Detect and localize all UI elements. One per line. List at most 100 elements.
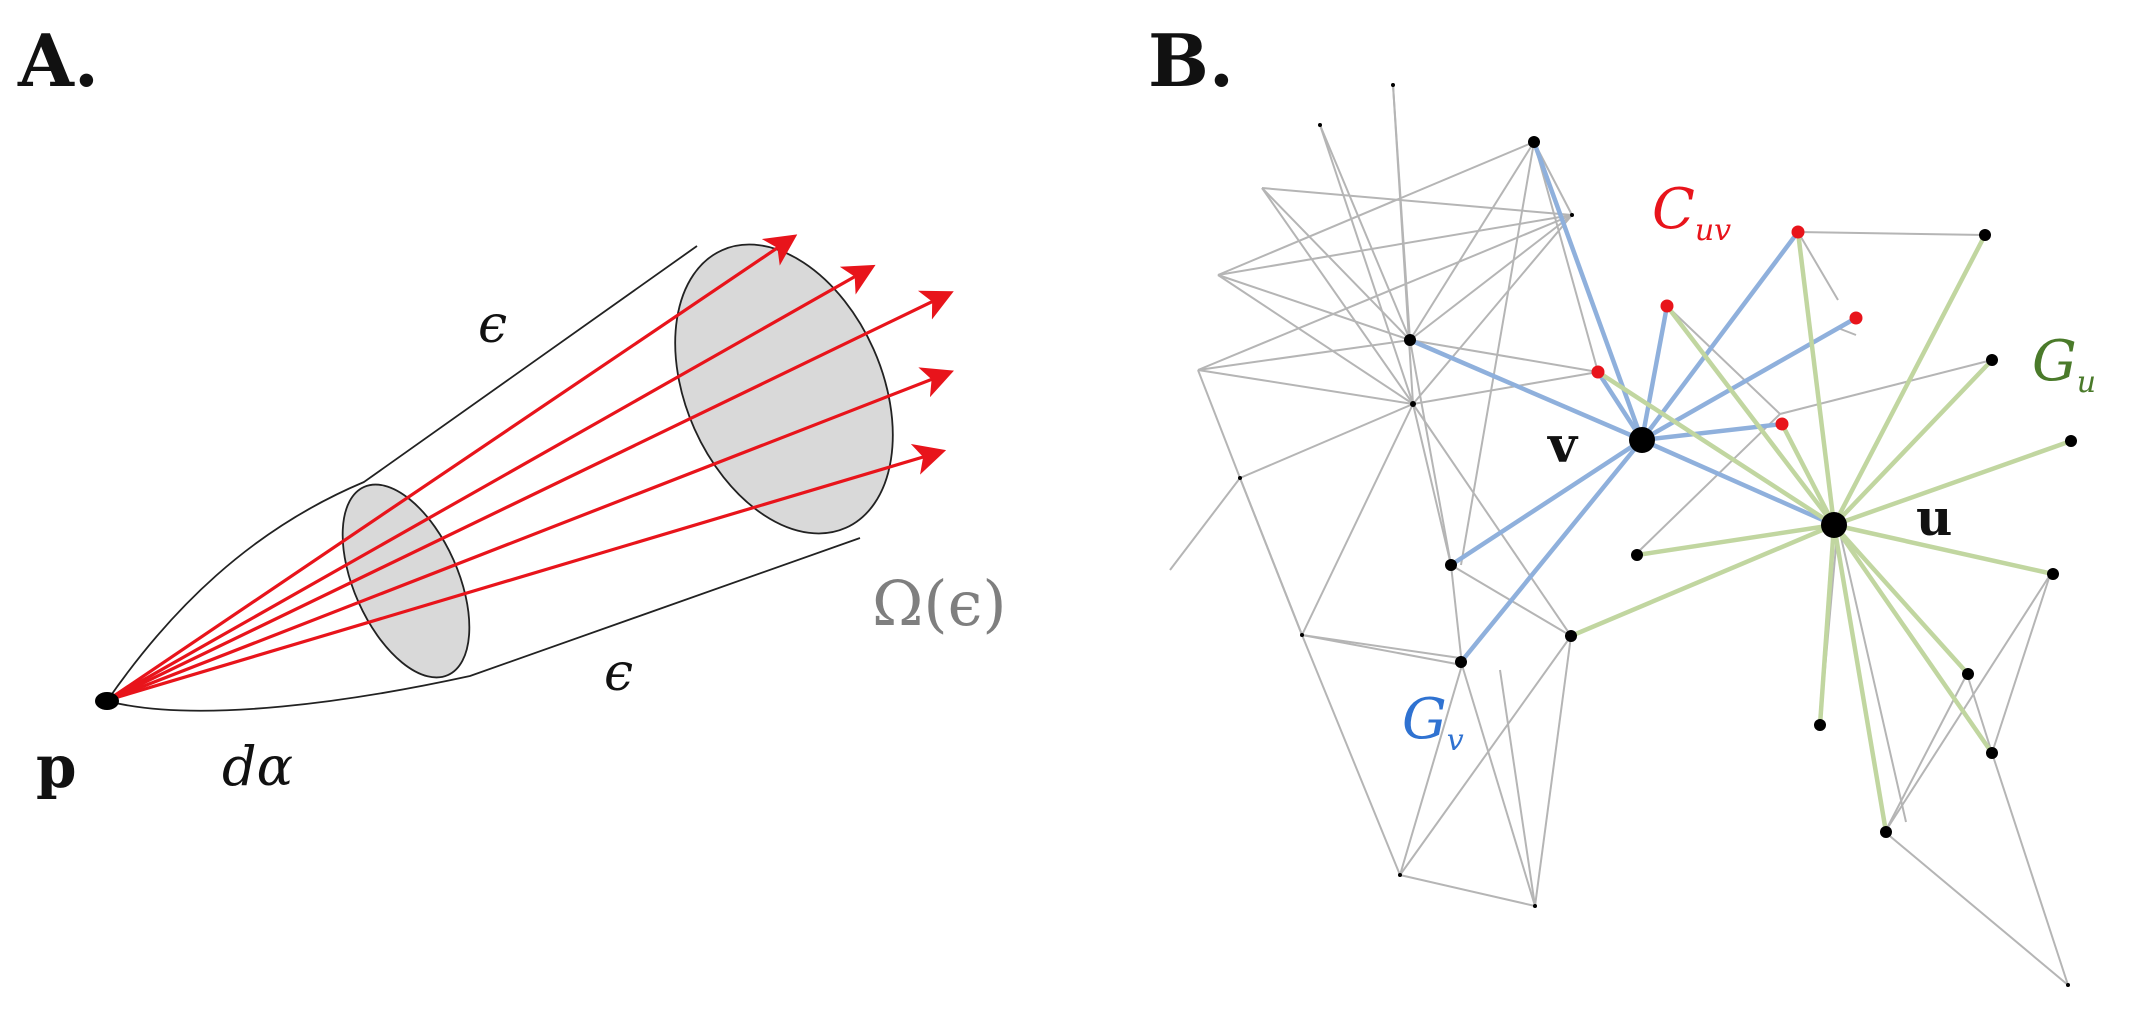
gray-edge [1261, 187, 1411, 341]
node [1238, 476, 1242, 480]
blue-edge [1459, 438, 1644, 664]
far-disc [674, 243, 894, 535]
node [1986, 747, 1998, 759]
gv-label: Gv [1402, 687, 1464, 758]
point-p-label: p [36, 733, 77, 801]
gray-edge [1399, 874, 1536, 907]
gray-edge [1797, 231, 1839, 301]
gray-edge [1217, 274, 1411, 341]
common-set-label: Cuv [1652, 177, 1731, 248]
gray-edge [1197, 369, 1414, 405]
gv-label-main: G [1402, 687, 1447, 752]
node [1631, 549, 1643, 561]
node-v [1629, 427, 1655, 453]
gv-label-sub: v [1447, 723, 1464, 758]
node [1528, 136, 1540, 148]
gray-edge [1499, 669, 1536, 907]
node [1455, 656, 1467, 668]
node-u-label: u [1916, 488, 1952, 547]
cone-upper-edge [106, 245, 698, 702]
gray-edge [1666, 305, 1781, 415]
node-v-label: v [1547, 415, 1579, 474]
green-edge [1596, 370, 1836, 527]
gray-edge [1217, 274, 1414, 405]
gray-edge [1837, 327, 1857, 336]
ray-2 [107, 264, 876, 702]
gray-edge [1169, 477, 1241, 571]
green-edge [1833, 522, 2054, 577]
gu-label-main: G [2032, 329, 2077, 394]
gray-edge [1319, 124, 1411, 341]
node [2047, 568, 2059, 580]
gray-edge [1412, 371, 1599, 405]
blue-edge [1641, 437, 1835, 528]
angle-label: dα [222, 735, 293, 798]
node [2065, 435, 2077, 447]
node [1880, 826, 1892, 838]
node [1398, 873, 1402, 877]
node [1391, 83, 1395, 87]
gray-edge [1991, 752, 2069, 986]
blue-edge [1640, 230, 1800, 442]
gray-edge [1409, 339, 1599, 373]
blue-edge [1531, 141, 1645, 441]
node [1404, 334, 1416, 346]
node-u [1821, 512, 1847, 538]
green-edge [1817, 524, 1837, 726]
ray-5 [107, 443, 947, 702]
blue-edge [1639, 305, 1670, 441]
node [2066, 983, 2070, 987]
gray-edge [1884, 831, 2069, 986]
gray-edge [1412, 403, 1572, 637]
common-set-label-main: C [1652, 177, 1695, 242]
node [1410, 401, 1416, 407]
gray-edge [1636, 413, 1781, 554]
common-node [1775, 417, 1789, 431]
gray-edge [1239, 477, 1303, 636]
blue-edges-gv [1409, 141, 1858, 664]
node [1962, 668, 1974, 680]
point-p-dot [95, 692, 119, 710]
green-edge [1665, 304, 1836, 527]
gray-edges [1169, 84, 2069, 986]
cone-lower-edge [106, 537, 861, 712]
gray-edge [1239, 403, 1414, 479]
panel-a: A. p dα ϵ ϵ Ω(ϵ) [17, 18, 1007, 801]
common-node [1660, 299, 1674, 313]
gray-edge [1301, 403, 1414, 636]
gray-edge [1461, 664, 1536, 907]
gray-edge [1797, 231, 1986, 236]
node [1814, 719, 1826, 731]
omega-region-label: Ω(ϵ) [872, 567, 1007, 640]
common-node [1849, 311, 1863, 325]
gray-edge [1966, 673, 1993, 754]
gray-edge [1197, 369, 1241, 479]
gray-edge [1399, 635, 1572, 876]
blue-edge [1449, 438, 1644, 567]
gray-edge [1533, 141, 1599, 373]
green-edge [1832, 233, 1987, 527]
gray-edge [1779, 359, 1993, 415]
common-set-label-sub: uv [1695, 213, 1731, 248]
green-edge [1831, 524, 1889, 833]
nodes [1238, 83, 2077, 987]
green-edge [1795, 231, 1837, 526]
gray-edge [1261, 187, 1573, 216]
node [1565, 630, 1577, 642]
epsilon-top-label: ϵ [478, 295, 507, 355]
gu-label: Gu [2032, 329, 2096, 400]
green-edge [1832, 358, 1994, 527]
green-edge [1570, 522, 1835, 639]
gray-edge [1217, 214, 1573, 276]
green-edge [1832, 523, 1970, 676]
node [1318, 123, 1322, 127]
gray-edge [1460, 141, 1535, 566]
common-nodes-cuv [1591, 225, 1863, 431]
ray-4 [107, 367, 954, 702]
gu-label-sub: u [2077, 365, 2096, 400]
epsilon-bottom-label: ϵ [604, 643, 633, 703]
node [1533, 904, 1537, 908]
gray-edge [1837, 523, 1907, 823]
panel-b-label: B. [1148, 18, 1234, 103]
